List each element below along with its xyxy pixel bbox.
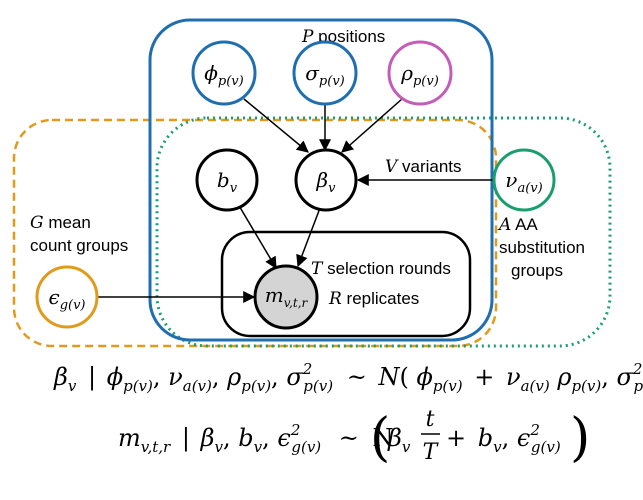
plate-rounds-replicates	[220, 230, 472, 338]
big-left-paren: (	[370, 408, 390, 468]
big-right-paren: )	[570, 408, 590, 468]
aa-groups-label-line1: A AA	[497, 215, 538, 235]
node-sigma: σp(v)	[292, 40, 358, 106]
svg-text:βv: βv	[387, 424, 411, 456]
svg-text:bv: bv	[217, 168, 238, 196]
node-epsilon: ϵg(v)	[35, 265, 99, 329]
svg-text:σp(v): σp(v)	[305, 61, 344, 89]
svg-text:βv: βv	[316, 168, 337, 196]
fraction-denominator: T	[423, 440, 440, 465]
aa-groups-label-line3: groups	[511, 261, 563, 280]
node-phi: ϕp(v)	[191, 40, 257, 106]
mean-count-label-line1: G mean	[30, 213, 91, 233]
mean-count-label-line2: count groups	[30, 236, 128, 255]
replicates-label: R replicates	[328, 289, 419, 309]
svg-text:+ bv, ϵ2g(v): + bv, ϵ2g(v)	[446, 421, 561, 456]
fraction-numerator: t	[426, 407, 435, 432]
edge-b-m	[237, 203, 277, 270]
svg-text:mv,t,r: mv,t,r	[265, 283, 309, 310]
svg-text:ρp(v): ρp(v)	[400, 61, 439, 89]
aa-groups-label-line2: substitution	[499, 238, 585, 257]
edge-phi-beta	[243, 98, 309, 153]
rounds-label: T selection rounds	[311, 259, 451, 279]
edge-rho-beta	[341, 98, 403, 153]
edge-beta-m	[296, 207, 321, 268]
svg-text:ϵg(v): ϵg(v)	[48, 285, 85, 313]
node-b: bv	[195, 148, 259, 212]
variants-label: V variants	[385, 157, 462, 177]
node-nu: νa(v)	[492, 148, 556, 212]
svg-text:ϕp(v): ϕp(v)	[204, 61, 243, 89]
svg-text:mv,t,r | βv,: mv,t,r | βv, bv, ϵ2g(v) ~ N	[118, 421, 394, 458]
svg-text:νa(v): νa(v)	[505, 168, 542, 196]
node-rho: ρp(v)	[387, 40, 453, 106]
node-beta: βv	[294, 148, 358, 212]
node-m: mv,t,r	[253, 264, 319, 330]
